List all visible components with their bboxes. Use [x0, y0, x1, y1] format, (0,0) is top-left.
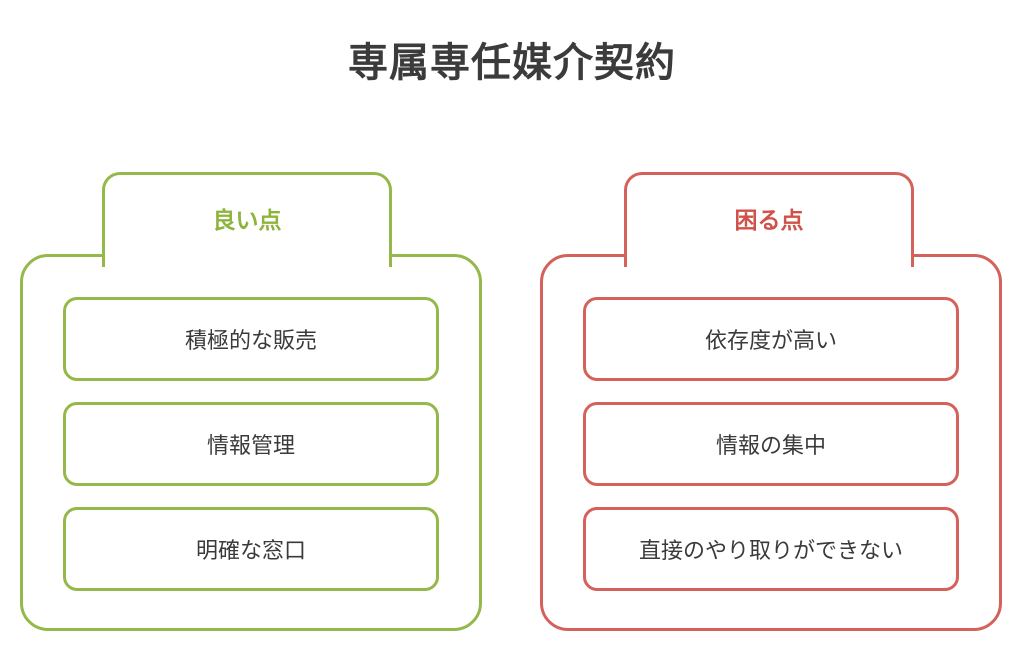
bad-point-item: 情報の集中 [583, 402, 959, 486]
diagram-title: 専属専任媒介契約 [348, 40, 676, 86]
good-points-panel: 積極的な販売 情報管理 明確な窓口 [20, 254, 482, 631]
good-point-item: 積極的な販売 [63, 297, 439, 381]
good-point-item: 情報管理 [63, 402, 439, 486]
good-points-tab: 良い点 [102, 172, 392, 267]
bad-points-tab: 困る点 [624, 172, 914, 267]
bad-point-item: 直接のやり取りができない [583, 507, 959, 591]
bad-point-item: 依存度が高い [583, 297, 959, 381]
good-point-item: 明確な窓口 [63, 507, 439, 591]
bad-points-panel: 依存度が高い 情報の集中 直接のやり取りができない [540, 254, 1002, 631]
